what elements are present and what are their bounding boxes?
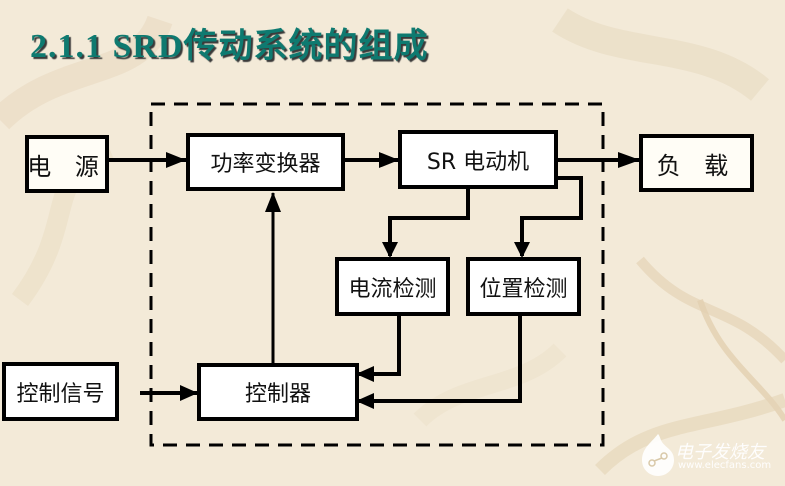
arrowhead [618,152,640,168]
arrowhead [379,152,399,168]
current-detection-label: 电流检测 [348,276,437,302]
arrowhead [166,152,186,168]
power-converter-block: 功率变换器 [186,133,345,191]
arrowhead [356,366,374,382]
current-detection-block: 电流检测 [335,257,450,316]
arrowhead [382,242,398,258]
arrowhead [180,385,198,401]
arrow-current-detection-to-controller [358,314,401,376]
control-signal-label: 控制信号 [16,381,105,407]
position-detection-label: 位置检测 [479,276,568,302]
system-boundary [149,102,605,447]
page-title: 2.1.1 SRD传动系统的组成 [30,28,429,65]
arrow-position-detection-to-controller [358,314,522,403]
sr-motor-block: SR 电动机 [398,130,558,189]
power-source-label: 电 源 [27,152,107,181]
arrowhead [265,192,281,212]
sr-motor-label: SR 电动机 [426,149,530,175]
power-converter-label: 功率变换器 [210,152,321,177]
load-label: 负 载 [656,151,737,180]
arrow-motor-to-position-detection [520,176,583,256]
arrowhead [356,393,374,409]
controller-block: 控制器 [197,363,359,421]
controller-label: 控制器 [244,382,311,407]
arrowhead [514,242,530,258]
elecfans-logo-icon [642,434,674,476]
watermark-url: www.elecfans.com [678,460,772,471]
control-signal-block: 控制信号 [2,362,119,421]
load-block: 负 载 [639,134,754,192]
power-source-block: 电 源 [25,135,109,193]
arrow-motor-to-current-detection [388,188,470,256]
watermark-name: 电子发烧友 [675,442,765,463]
position-detection-block: 位置检测 [466,257,581,316]
